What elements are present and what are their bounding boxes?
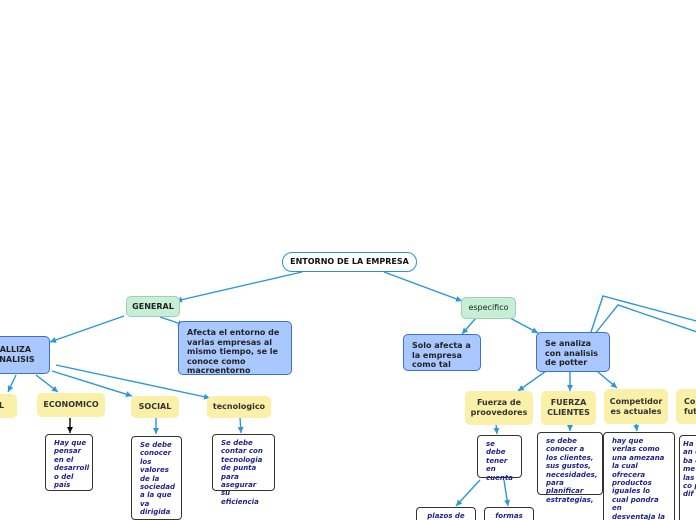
proveedores-note: se debe tener en cuenta — [477, 435, 522, 482]
edge-competidores-note — [633, 423, 640, 432]
edge-note-formas — [503, 479, 511, 507]
formas-note: formas — [484, 507, 534, 520]
edge-analiza-tecnologico — [55, 364, 211, 400]
edge-note-plazos — [455, 479, 481, 507]
root-node[interactable]: ENTORNO DE LA EMPRESA — [282, 252, 417, 272]
economico-note: Hay que pensar en el desarroll o del paí… — [45, 434, 93, 491]
social-note: Se debe conocer los valores de la socied… — [131, 436, 182, 520]
edge-general-analiza — [49, 315, 125, 343]
especifico-node[interactable]: especifico — [461, 297, 516, 319]
edge-proveedores-note — [493, 423, 500, 435]
edge-analiza-social — [51, 370, 133, 398]
edge-especifico-porter — [509, 317, 539, 334]
general-description-node[interactable]: Afecta el entorno de varias empresas al … — [178, 321, 292, 375]
especifico-description-node[interactable]: Solo afecta a la empresa como tal — [403, 334, 481, 371]
al-node[interactable]: AL — [0, 394, 17, 418]
competidores-node[interactable]: Competidor es actuales — [604, 389, 668, 424]
cut-off-note: Ha an ex ba en me las co pr dif — [679, 435, 696, 520]
edge-porter-out-1 — [589, 295, 696, 336]
edge-especifico-desc — [461, 317, 477, 335]
fuerza-proveedores-node[interactable]: Fuerza de proovedores — [465, 391, 533, 425]
competidores-note: hay que verlas como una amezana la cual … — [603, 432, 675, 520]
social-node[interactable]: SOCIAL — [131, 396, 179, 418]
edge-root-especifico — [383, 271, 463, 302]
edge-porter-competidores — [597, 371, 618, 389]
tecnologico-note: Se debe contar con tecnologia de punta p… — [212, 434, 275, 506]
edge-porter-proveedores — [517, 370, 547, 392]
edge-root-general — [175, 271, 303, 303]
fuerza-clientes-node[interactable]: FUERZA CLIENTES — [541, 391, 596, 425]
competidores-futuros-node[interactable]: Co fut — [676, 389, 696, 424]
clientes-note: se debe conocer a los clientes, sus gust… — [537, 432, 603, 504]
porter-node[interactable]: Se analiza con analisis de potter — [536, 332, 610, 372]
edge-porter-out-2 — [593, 304, 696, 336]
plazos-note: plazos de — [416, 507, 476, 520]
edge-analiza-al — [7, 374, 17, 393]
general-node[interactable]: GENERAL — [126, 296, 180, 317]
edge-analiza-economico — [35, 374, 59, 393]
tecnologico-node[interactable]: tecnologico — [207, 396, 271, 418]
economico-node[interactable]: ECONOMICO — [37, 393, 105, 417]
edge-tecnologico-note — [237, 416, 244, 434]
